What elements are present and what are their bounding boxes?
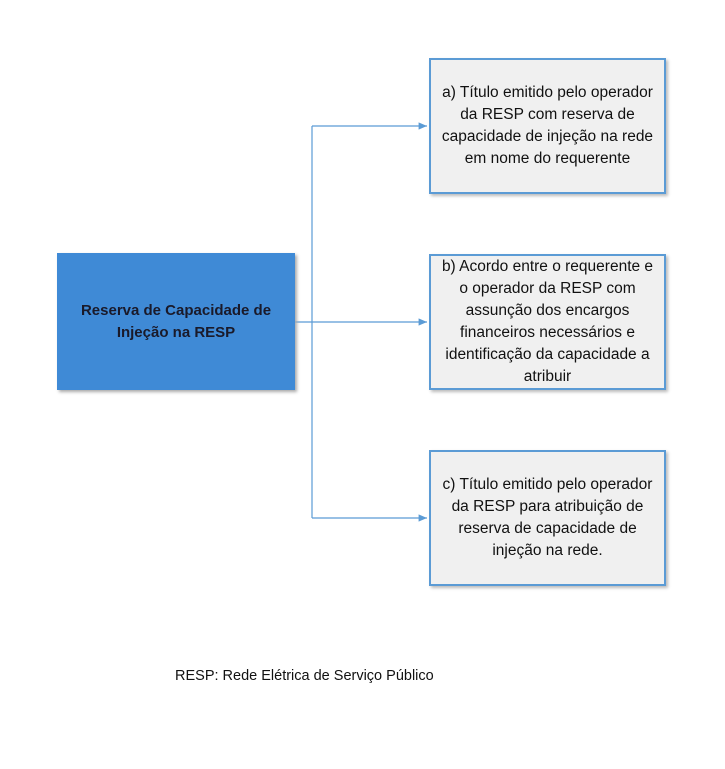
- footnote: RESP: Rede Elétrica de Serviço Público: [175, 668, 434, 684]
- option-a-label: a) Título emitido pelo operador da RESP …: [441, 84, 654, 167]
- option-a: a) Título emitido pelo operador da RESP …: [429, 58, 666, 194]
- option-c: c) Título emitido pelo operador da RESP …: [429, 450, 666, 586]
- main-node: Reserva de Capacidade de Injeção na RESP: [57, 253, 295, 390]
- option-b: b) Acordo entre o requerente e o operado…: [429, 254, 666, 390]
- main-node-label: Reserva de Capacidade de Injeção na RESP: [80, 301, 272, 341]
- option-c-label: c) Título emitido pelo operador da RESP …: [442, 476, 653, 559]
- option-b-label: b) Acordo entre o requerente e o operado…: [441, 258, 654, 385]
